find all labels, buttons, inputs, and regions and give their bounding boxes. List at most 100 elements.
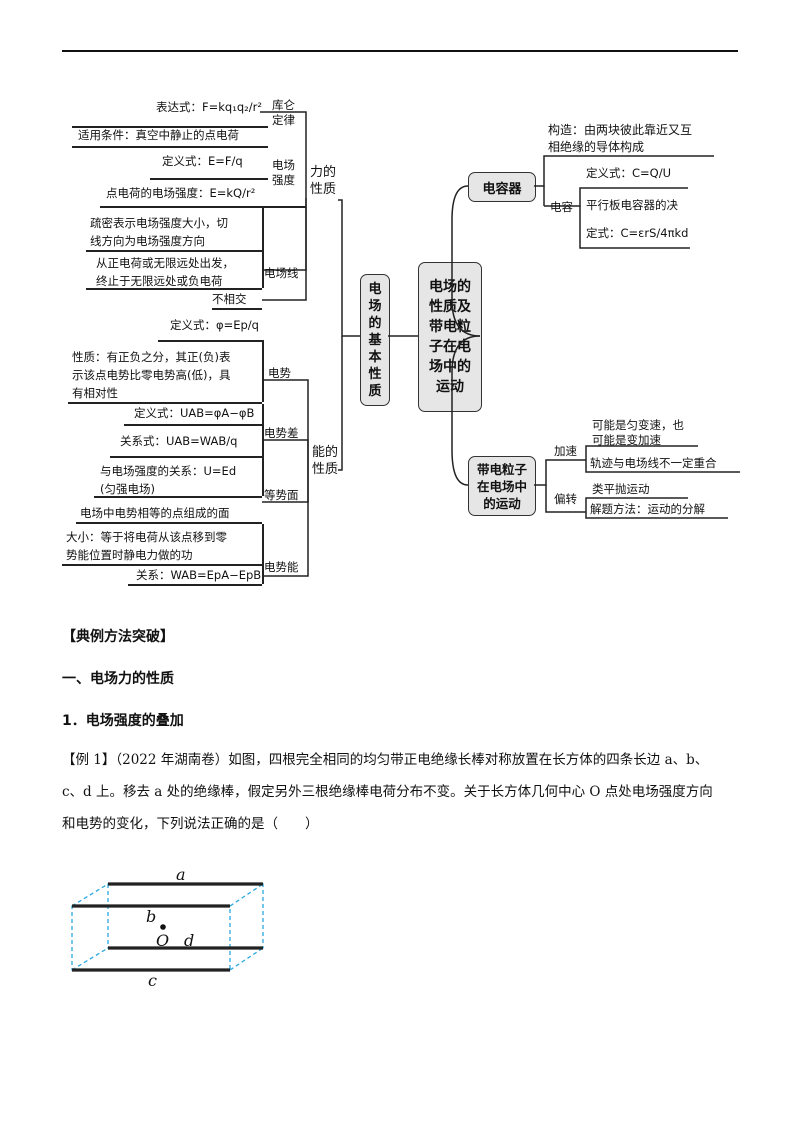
parallel-plate-title: 平行板电容器的决 [586,198,678,212]
question-line: 和电势的变化，下列说法正确的是（ ） [62,816,319,832]
capacitor-structure: 构造：由两块彼此靠近又互 相绝缘的导体构成 [548,122,692,156]
center-line: 性质及 [429,299,471,315]
potential-diff-label: 电势差 [264,426,299,440]
parallel-plate-formula: 定式：C=εrS/4πkd [586,226,689,240]
question-line: c、d 上。移去 a 处的绝缘棒，假定另外三根绝缘棒电荷分布不变。关于长方体几何… [62,784,713,800]
lines-desc-line: 终止于无限远处或负电荷 [96,274,223,288]
capacitance-label: 电容 [550,200,573,214]
topic-title: 1．电场强度的叠加 [62,713,184,729]
label-d: d [184,931,194,950]
energy-label-line: 能的 [312,445,339,460]
basic-char: 基 [368,332,382,348]
potential-definition: 定义式：φ=Ep/q [170,318,259,332]
equipotential-label: 等势面 [264,488,299,502]
pe-line: 大小：等于将电荷从该点移到零 [66,530,227,544]
bracket [262,340,264,402]
particle-line: 的运动 [483,495,521,511]
subsection-title: 一、电场力的性质 [62,671,174,687]
example-question: 【例 1】（2022 年湖南卷）如图，四根完全相同的均匀带正电绝缘长棒对称放置在… [62,744,742,840]
force-property-label: 力的 性质 [310,164,336,198]
force-label-line: 性质 [310,182,337,197]
capacitor-label: 电容器 [482,181,522,197]
potential-diff-relation: 关系式：UAB=WAB/q [120,434,238,448]
acceleration-label: 加速 [554,444,577,458]
basic-char: 性 [368,366,382,382]
basic-char: 本 [368,349,382,365]
mindmap-capacitor-node: 电容器 [468,172,536,202]
potential-nature: 性质：有正负之分，其正(负)表 示该点电势比零电势高(低)，具 有相对性 [72,348,230,402]
divider [94,496,262,498]
intensity-point-charge: 点电荷的电场强度：E=kQ/r² [106,186,256,200]
coulomb-condition: 适用条件：真空中静止的点电荷 [78,128,239,142]
lines-desc-line: 疏密表示电场强度大小，切 [90,216,228,230]
mindmap-basic-properties-node: 电 场 的 基 本 性 质 [360,274,390,406]
field-intensity-label: 电场 强度 [272,158,295,188]
field-lines-desc-1: 疏密表示电场强度大小，切 线方向为电场强度方向 [90,214,228,250]
divider [86,288,262,290]
label-c: c [148,971,157,990]
potential-energy-size: 大小：等于将电荷从该点移到零 势能位置时静电力做的功 [66,528,227,564]
divider [124,424,262,426]
potential-line: 性质：有正负之分，其正(负)表 [72,350,231,364]
potential-label: 电势 [268,366,291,380]
divider [128,584,262,586]
coulomb-label-line: 库仑 [272,98,295,112]
force-label-line: 力的 [310,165,337,180]
divider [150,178,268,180]
field-lines-label: 电场线 [264,266,299,280]
bracket [262,524,264,584]
divider [72,126,268,128]
projectile-like-motion: 类平抛运动 [592,482,650,496]
section-title: 【典例方法突破】 [62,629,174,645]
solution-method: 解题方法：运动的分解 [590,502,705,516]
energy-label-line: 性质 [312,462,339,477]
potential-diff-definition: 定义式：UAB=φA−φB [134,406,255,420]
structure-line: 构造：由两块彼此靠近又互 [548,123,693,137]
label-O: O [156,931,169,950]
mindmap-connectors [260,111,740,577]
structure-line: 相绝缘的导体构成 [548,140,645,154]
coulomb-label-line: 定律 [272,113,295,127]
basic-char: 电 [368,281,382,297]
header-rule [62,50,738,52]
center-line: 场中的 [429,359,471,375]
cuboid-figure: a b O d c [71,865,264,990]
basic-char: 的 [368,315,382,331]
bracket [262,404,264,496]
particle-line: 带电粒子 [476,461,527,477]
label-a: a [176,865,186,884]
lines-desc-line: 从正电荷或无限远处出发， [96,256,234,270]
pe-line: 势能位置时静电力做的功 [66,548,193,562]
label-b: b [146,907,156,926]
divider [72,146,268,148]
deflection-label: 偏转 [554,492,577,506]
divider [68,402,262,404]
potential-energy-label: 电势能 [264,560,299,574]
diff-field-line: 与电场强度的关系：U=Ed [100,464,237,478]
divider [100,206,306,208]
mindmap-particle-node: 带电粒子 在电场中 的运动 [468,456,536,516]
potential-diff-field: 与电场强度的关系：U=Ed (匀强电场) [100,462,236,498]
coulomb-expression: 表达式：F=kq₁q₂/r² [156,100,262,114]
center-line: 带电粒 [429,319,471,335]
intensity-label-line: 强度 [272,173,295,187]
lines-desc-line: 线方向为电场强度方向 [90,234,205,248]
potential-line: 示该点电势比零电势高(低)，具 [72,368,231,382]
intensity-definition: 定义式：E=F/q [162,154,243,168]
basic-char: 质 [368,383,382,399]
center-line: 电场的 [429,279,471,295]
divider [62,564,262,566]
diff-field-line: (匀强电场) [100,482,155,496]
intensity-label-line: 电场 [272,158,295,172]
bracket [262,208,264,288]
divider [86,250,262,252]
potential-line: 有相对性 [72,386,118,400]
divider [76,522,262,524]
basic-char: 场 [368,298,382,314]
acceleration-desc: 可能是匀变速，也 可能是变加速 [592,418,684,448]
divider [158,340,262,342]
field-lines-desc-2: 从正电荷或无限远处出发， 终止于无限远处或负电荷 [96,254,234,290]
field-lines-no-cross: 不相交 [212,292,247,306]
potential-energy-relation: 关系：WAB=EpA−EpB [136,568,262,582]
accel-line: 可能是匀变速，也 [592,418,684,432]
